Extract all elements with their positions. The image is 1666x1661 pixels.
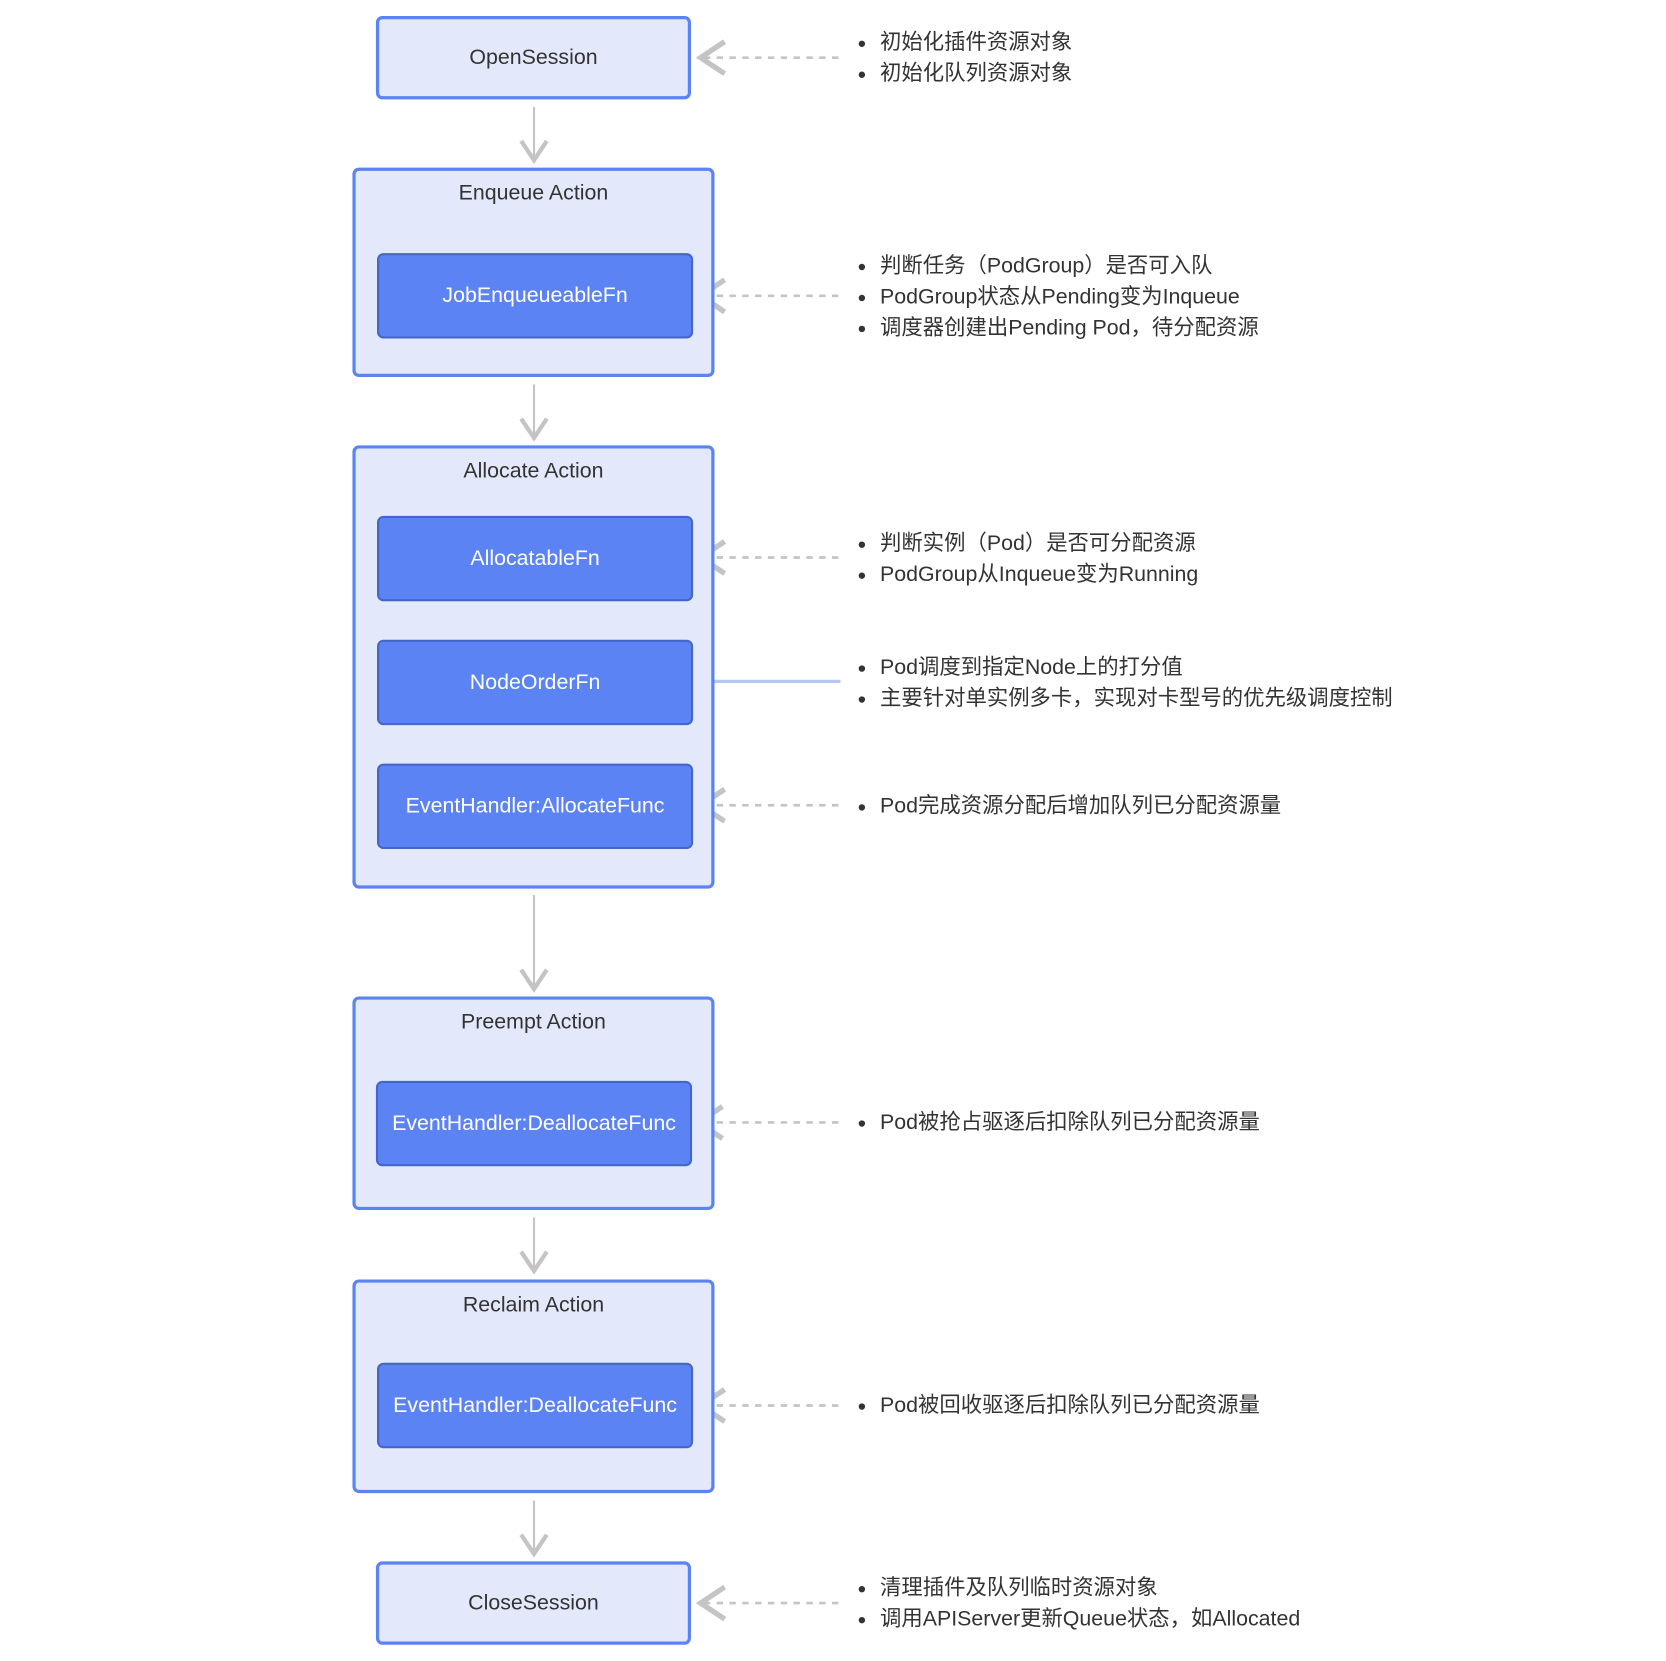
allocate-func: EventHandler:AllocateFunc	[377, 763, 694, 850]
enqueue-notes: 判断任务（PodGroup）是否可入队 PodGroup状态从Pending变为…	[857, 251, 1259, 344]
reclaim-action-box: Reclaim Action EventHandler:DeallocateFu…	[352, 1279, 715, 1494]
open-session-notes: 初始化插件资源对象 初始化队列资源对象	[857, 28, 1072, 90]
preempt-notes: Pod被抢占驱逐后扣除队列已分配资源量	[857, 1108, 1260, 1139]
allocate-action-box: Allocate Action AllocatableFn NodeOrderF…	[352, 445, 715, 889]
allocatable-fn: AllocatableFn	[377, 515, 694, 602]
preempt-deallocate-func: EventHandler:DeallocateFunc	[375, 1080, 693, 1167]
reclaim-action-title: Reclaim Action	[462, 1293, 605, 1317]
note: PodGroup状态从Pending变为Inqueue	[857, 282, 1259, 313]
note: 初始化插件资源对象	[857, 28, 1072, 59]
note: 调度器创建出Pending Pod，待分配资源	[857, 313, 1259, 344]
preempt-action-title: Preempt Action	[461, 1010, 606, 1034]
close-session-notes: 清理插件及队列临时资源对象 调用APIServer更新Queue状态，如Allo…	[857, 1573, 1301, 1635]
note: Pod被回收驱逐后扣除队列已分配资源量	[857, 1391, 1260, 1422]
node-order-notes: Pod调度到指定Node上的打分值 主要针对单实例多卡，实现对卡型号的优先级调度…	[857, 653, 1393, 715]
note: 调用APIServer更新Queue状态，如Allocated	[857, 1604, 1300, 1635]
note: 主要针对单实例多卡，实现对卡型号的优先级调度控制	[857, 684, 1393, 715]
enqueue-action-box: Enqueue Action JobEnqueueableFn	[352, 167, 715, 378]
note: Pod被抢占驱逐后扣除队列已分配资源量	[857, 1108, 1260, 1139]
open-session-box: OpenSession	[375, 16, 691, 100]
reclaim-deallocate-func: EventHandler:DeallocateFunc	[377, 1362, 694, 1449]
preempt-action-box: Preempt Action EventHandler:DeallocateFu…	[352, 996, 715, 1211]
enqueue-action-title: Enqueue Action	[458, 181, 609, 206]
note: 判断实例（Pod）是否可分配资源	[857, 529, 1199, 560]
allocatable-notes: 判断实例（Pod）是否可分配资源 PodGroup从Inqueue变为Runni…	[857, 529, 1199, 591]
allocate-action-title: Allocate Action	[463, 459, 604, 483]
note: 初始化队列资源对象	[857, 59, 1072, 90]
note: 判断任务（PodGroup）是否可入队	[857, 251, 1259, 282]
reclaim-notes: Pod被回收驱逐后扣除队列已分配资源量	[857, 1391, 1260, 1422]
close-session-box: CloseSession	[375, 1561, 691, 1645]
allocate-func-notes: Pod完成资源分配后增加队列已分配资源量	[857, 791, 1281, 822]
note: PodGroup从Inqueue变为Running	[857, 560, 1198, 591]
close-session-label: CloseSession	[468, 1590, 599, 1615]
job-enqueueable-fn: JobEnqueueableFn	[377, 253, 694, 339]
node-order-fn: NodeOrderFn	[377, 639, 694, 726]
note: 清理插件及队列临时资源对象	[857, 1573, 1301, 1604]
note: Pod调度到指定Node上的打分值	[857, 653, 1393, 684]
open-session-label: OpenSession	[469, 45, 598, 69]
note: Pod完成资源分配后增加队列已分配资源量	[857, 791, 1281, 822]
